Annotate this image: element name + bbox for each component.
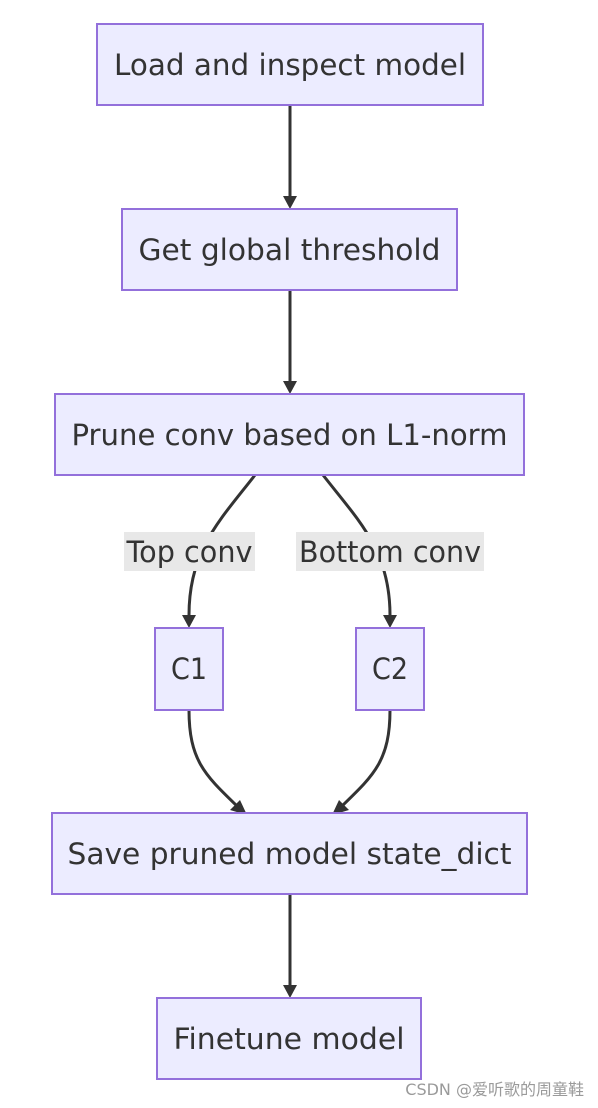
edge-label-bottom-conv: Bottom conv	[296, 532, 484, 571]
node-finetune-model-label: Finetune model	[174, 1022, 405, 1056]
edge-save-to-finetune	[283, 894, 297, 998]
node-c1: C1	[154, 627, 224, 711]
node-prune-conv-label: Prune conv based on L1-norm	[72, 418, 508, 452]
edge-c2-to-save	[332, 709, 392, 815]
node-prune-conv: Prune conv based on L1-norm	[54, 393, 525, 476]
node-finetune-model: Finetune model	[156, 997, 422, 1080]
edge-threshold-to-prune	[283, 290, 297, 394]
node-global-threshold: Get global threshold	[121, 208, 458, 291]
edge-label-top-conv-text: Top conv	[126, 535, 253, 569]
node-global-threshold-label: Get global threshold	[139, 233, 441, 267]
edge-load-to-threshold	[283, 105, 297, 209]
edge-label-bottom-conv-text: Bottom conv	[299, 535, 481, 569]
csdn-watermark: CSDN @爱听歌的周童鞋	[405, 1080, 584, 1099]
edge-c1-to-save	[187, 709, 247, 815]
node-c2: C2	[355, 627, 425, 711]
node-load-model: Load and inspect model	[96, 23, 484, 106]
node-save-state-dict: Save pruned model state_dict	[51, 812, 528, 895]
node-save-state-dict-label: Save pruned model state_dict	[68, 837, 512, 871]
node-c1-label: C1	[171, 652, 207, 686]
edge-label-top-conv: Top conv	[124, 532, 255, 571]
node-load-model-label: Load and inspect model	[114, 48, 466, 82]
node-c2-label: C2	[372, 652, 408, 686]
